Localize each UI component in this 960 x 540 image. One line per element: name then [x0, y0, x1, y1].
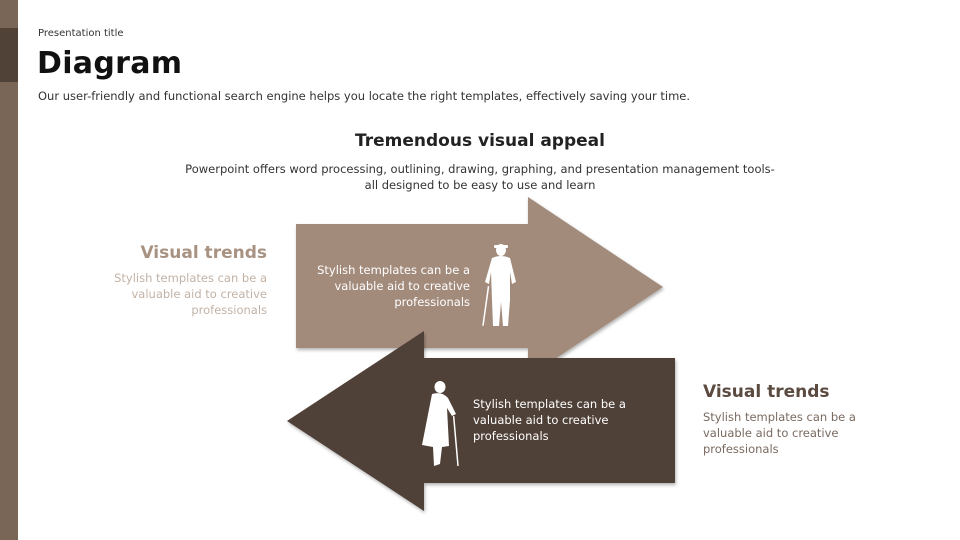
- right-block-description: Stylish templates can be a valuable aid …: [703, 410, 856, 456]
- center-description: Powerpoint offers word processing, outli…: [185, 162, 775, 192]
- sidebar-accent-block: [0, 28, 18, 82]
- presentation-title: Presentation title: [38, 28, 124, 39]
- center-heading-text: Tremendous visual appeal: [355, 131, 605, 151]
- left-block-description: Stylish templates can be a valuable aid …: [114, 271, 267, 317]
- left-block-heading: Visual trends: [140, 243, 267, 263]
- elderly-woman-icon: [422, 381, 459, 466]
- right-arrow: [296, 197, 663, 377]
- left-arrow-text: Stylish templates can be a valuable aid …: [473, 397, 626, 443]
- left-arrow: [287, 331, 675, 511]
- center-heading: Tremendous visual appeal: [0, 131, 960, 151]
- page-title: Diagram: [37, 46, 183, 81]
- elderly-man-icon: [482, 244, 516, 326]
- sidebar-accent: [0, 0, 18, 540]
- right-arrow-text: Stylish templates can be a valuable aid …: [317, 263, 470, 309]
- page-subtitle: Our user-friendly and functional search …: [38, 89, 691, 103]
- right-block-heading: Visual trends: [703, 382, 830, 402]
